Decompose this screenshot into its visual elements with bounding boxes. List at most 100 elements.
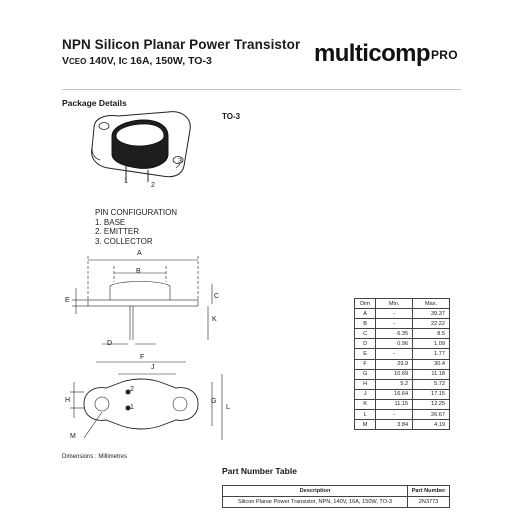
- pin-config-title: PIN CONFIGURATION: [95, 208, 178, 217]
- page-title: NPN Silicon Planar Power Transistor: [62, 37, 301, 52]
- package-name: TO-3: [222, 112, 241, 121]
- min-cell: 6.35: [375, 328, 414, 340]
- part-number-heading: Part Number Table: [222, 466, 297, 476]
- pin-emitter: 2. EMITTER: [95, 227, 140, 236]
- dim-label-e: E: [65, 297, 70, 304]
- max-cell: 1.09: [412, 338, 450, 350]
- dimension-table-header: Dim Min. Max.: [353, 297, 450, 310]
- brand-sub: PRO: [430, 48, 458, 62]
- bottom-hole-left: [94, 396, 110, 412]
- dim-label-a: A: [137, 250, 142, 257]
- brand-main: multicomp: [314, 40, 431, 67]
- min-cell: 16.64: [375, 388, 414, 400]
- subtitle-rest: 140V, I: [86, 55, 122, 67]
- part-number: 2N3773: [407, 496, 450, 508]
- col-part-number: Part Number: [407, 485, 450, 497]
- dim-cell: H: [353, 378, 377, 390]
- pin-number-2: 2: [151, 182, 155, 189]
- pin-3-leader: [175, 163, 181, 169]
- table-row: Silicon Planar Power Transistor, NPN, 14…: [222, 496, 450, 508]
- package-isometric-drawing: [91, 111, 191, 182]
- diagram-pin-2: 2: [130, 386, 134, 393]
- dim-cell: B: [353, 318, 377, 330]
- max-cell: 26.67: [412, 409, 450, 421]
- max-cell: 17.15: [412, 388, 450, 400]
- col-min: Min.: [375, 297, 414, 310]
- dim-cell: C: [353, 328, 377, 340]
- dim-label-b: B: [136, 268, 141, 275]
- dim-label-f: F: [140, 354, 145, 361]
- part-table-header: Description Part Number: [222, 485, 450, 497]
- col-description: Description: [222, 485, 408, 497]
- min-cell: 29.9: [375, 358, 414, 370]
- flange-edge: [91, 147, 101, 161]
- dimensions-note: Dimensions : Millimetres: [62, 454, 128, 460]
- dim-cell: A: [353, 308, 377, 320]
- dim-cell: E: [353, 348, 377, 360]
- dim-cell: G: [353, 368, 377, 380]
- min-cell: -: [375, 308, 414, 320]
- max-cell: 8.5: [412, 328, 450, 340]
- flange-profile: [87, 299, 199, 307]
- max-cell: 4.19: [412, 419, 450, 431]
- max-cell: 1.77: [412, 348, 450, 360]
- table-row: L-26.67: [353, 409, 450, 421]
- part-number-table: Description Part Number Silicon Planar P…: [222, 485, 450, 508]
- subtitle-v: V: [62, 55, 70, 67]
- side-view-drawing: [72, 256, 213, 345]
- can-profile: [109, 281, 171, 300]
- table-row: E-1.77: [353, 348, 450, 360]
- min-cell: -: [375, 348, 414, 360]
- subtitle-ceo: CEO: [69, 57, 87, 66]
- brand-logo: multicompPRO: [314, 40, 458, 68]
- dim-label-j: J: [151, 364, 155, 371]
- package-details-heading: Package Details: [62, 98, 127, 108]
- max-cell: 11.18: [412, 368, 450, 380]
- pin-number-1: 1: [124, 178, 128, 185]
- header-divider: [62, 89, 461, 90]
- dim-label-k: K: [212, 316, 217, 323]
- subtitle-c: C: [121, 57, 128, 66]
- dim-label-g: G: [211, 398, 217, 405]
- dim-cell: L: [353, 409, 377, 421]
- dim-cell: M: [353, 419, 377, 431]
- max-cell: 22.22: [412, 318, 450, 330]
- page-subtitle: VCEO 140V, IC 16A, 150W, TO-3: [62, 55, 212, 67]
- part-description: Silicon Planar Power Transistor, NPN, 14…: [222, 496, 408, 508]
- pin-2-dot: [125, 389, 131, 395]
- dim-cell: J: [353, 388, 377, 400]
- dim-cell: F: [353, 358, 377, 370]
- max-cell: 30.4: [412, 358, 450, 370]
- max-cell: 12.25: [412, 398, 450, 411]
- min-cell: 3.84: [375, 419, 414, 431]
- pin-1-dot: [125, 405, 131, 411]
- subtitle-tail: 16A, 150W, TO-3: [127, 55, 212, 67]
- max-cell: 39.37: [412, 308, 450, 320]
- col-max: Max.: [412, 297, 450, 310]
- pin-base: 1. BASE: [95, 217, 126, 227]
- diagram-pin-1: 1: [130, 404, 134, 411]
- min-cell: 10.69: [375, 368, 414, 380]
- mount-hole-right: [172, 156, 184, 164]
- dim-cell: D: [353, 338, 377, 350]
- pin-configuration: PIN CONFIGURATION 1. BASE 2. EMITTER 3. …: [95, 208, 177, 246]
- bottom-hole-right: [172, 396, 188, 412]
- mount-hole-left: [98, 122, 110, 130]
- m-leader: [83, 411, 103, 439]
- bottom-view-drawing: [70, 361, 223, 440]
- dim-label-c: C: [214, 293, 220, 300]
- min-cell: 0.96: [375, 338, 414, 350]
- col-dim: Dim: [353, 297, 377, 310]
- max-cell: 5.72: [412, 378, 450, 390]
- pin-collector: 3. COLLECTOR: [95, 236, 153, 246]
- dim-label-l: L: [226, 404, 230, 411]
- table-row: B-22.22: [353, 318, 450, 330]
